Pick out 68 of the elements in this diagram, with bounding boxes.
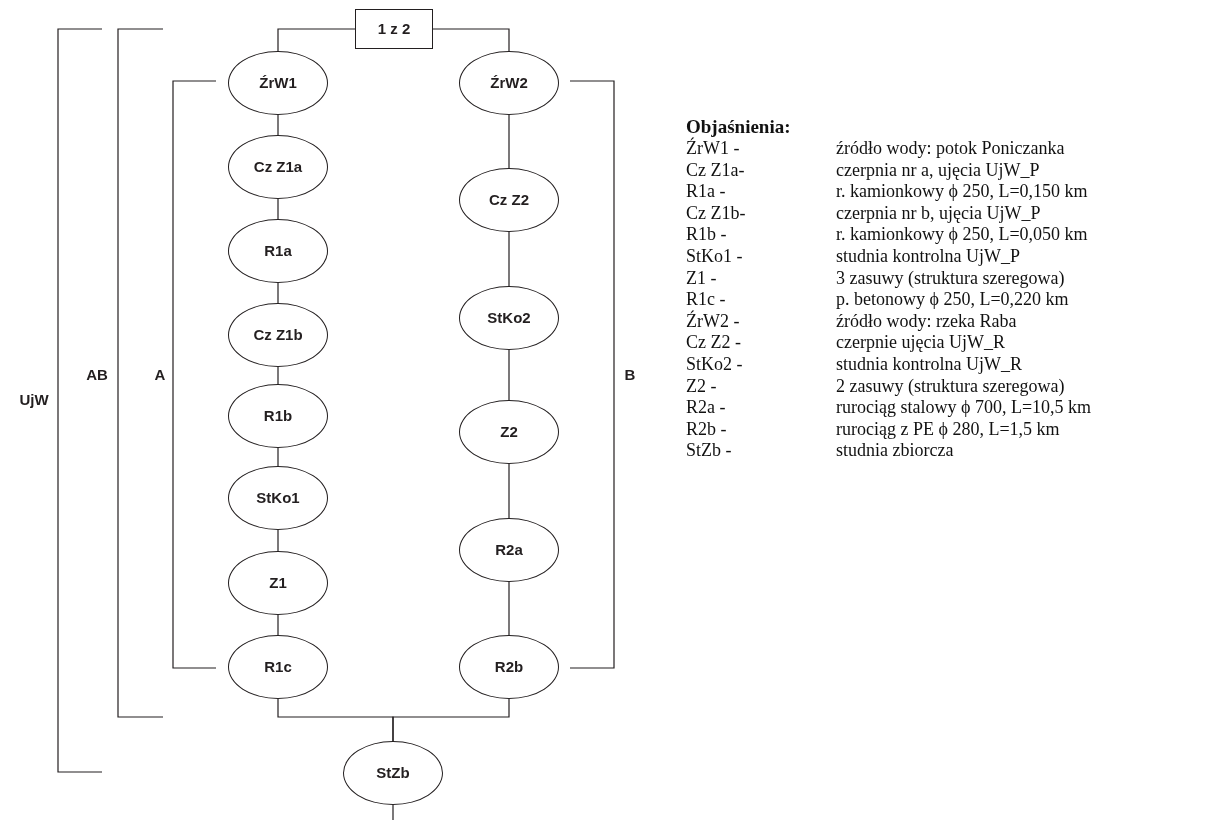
legend-description: czerpnie ujęcia UjW_R <box>836 332 1005 354</box>
legend-key: R2a - <box>686 397 836 419</box>
process-box <box>355 9 433 49</box>
connector-line <box>277 366 279 385</box>
connector-line <box>432 28 510 52</box>
legend-description: r. kamionkowy ϕ 250, L=0,150 km <box>836 181 1088 203</box>
connector-line <box>508 349 510 401</box>
legend-key: Z1 - <box>686 267 836 290</box>
connector-line <box>508 581 510 636</box>
bracket-label: UjW <box>18 390 50 410</box>
legend-description: rurociąg stalowy ϕ 700, L=10,5 km <box>836 397 1092 419</box>
legend-key: ŹrW1 - <box>686 138 836 160</box>
legend-description: źródło wody: potok Poniczanka <box>836 138 1065 160</box>
bracket-label: AB <box>85 365 109 385</box>
connector-line <box>277 529 279 552</box>
legend-description: źródło wody: rzeka Raba <box>836 310 1017 333</box>
node-label: R1a <box>264 240 292 261</box>
legend-description: r. kamionkowy ϕ 250, L=0,050 km <box>836 224 1088 246</box>
node-label: StZb <box>376 762 410 783</box>
legend-description: rurociąg z PE ϕ 280, L=1,5 km <box>836 418 1060 441</box>
connector-line <box>392 698 510 742</box>
bracket-label: B <box>623 365 637 385</box>
legend-description: czerpnia nr a, ujęcia UjW_P <box>836 159 1040 182</box>
connector-line <box>277 614 279 636</box>
connector-line <box>392 804 394 820</box>
legend-key: R1b - <box>686 224 836 246</box>
node-label: R2b <box>494 656 524 677</box>
node-label: R1c <box>264 656 292 677</box>
legend-key: Z2 - <box>686 375 836 398</box>
connector-line <box>508 231 510 287</box>
legend-key: Cz Z2 - <box>686 332 836 354</box>
legend-key: ŹrW2 - <box>686 310 836 333</box>
legend-description: 2 zasuwy (struktura szeregowa) <box>836 375 1065 398</box>
legend-key: StZb - <box>686 440 836 462</box>
legend-key: Cz Z1b- <box>686 202 836 225</box>
node-label: StKo1 <box>256 487 300 508</box>
node-label: Cz Z1a <box>253 156 303 177</box>
connector-line <box>277 282 279 304</box>
node-label: 1 z 2 <box>377 18 411 39</box>
connector-line <box>277 447 279 467</box>
legend-description: studnia kontrolna UjW_P <box>836 245 1020 268</box>
node-label: Z2 <box>500 421 518 442</box>
node-label: Cz Z1b <box>253 324 303 345</box>
legend-description: 3 zasuwy (struktura szeregowa) <box>836 267 1065 290</box>
legend-key: StKo1 - <box>686 245 836 268</box>
bracket-label: A <box>153 365 167 385</box>
connector-line <box>508 114 510 169</box>
legend-key: R2b - <box>686 418 836 441</box>
legend-key: StKo2 - <box>686 353 836 376</box>
connector-line <box>277 114 279 136</box>
connector-line <box>508 463 510 519</box>
node-label: Z1 <box>269 572 287 593</box>
node-label: ŹrW2 <box>490 72 528 93</box>
legend-description: studnia kontrolna UjW_R <box>836 353 1022 376</box>
node-label: R2a <box>495 539 523 560</box>
connector-line <box>277 198 279 220</box>
legend-key: R1a - <box>686 181 836 203</box>
node-label: ŹrW1 <box>259 72 297 93</box>
legend-description: p. betonowy ϕ 250, L=0,220 km <box>836 289 1069 311</box>
node-label: R1b <box>263 405 293 426</box>
legend-heading: Objaśnienia: <box>686 116 792 138</box>
node-label: StKo2 <box>487 307 531 328</box>
legend-description: studnia zbiorcza <box>836 440 954 462</box>
legend-description: czerpnia nr b, ujęcia UjW_P <box>836 202 1041 225</box>
connector-line <box>277 28 356 52</box>
node-label: Cz Z2 <box>489 189 529 210</box>
legend-key: Cz Z1a- <box>686 159 836 182</box>
legend-key: R1c - <box>686 289 836 311</box>
